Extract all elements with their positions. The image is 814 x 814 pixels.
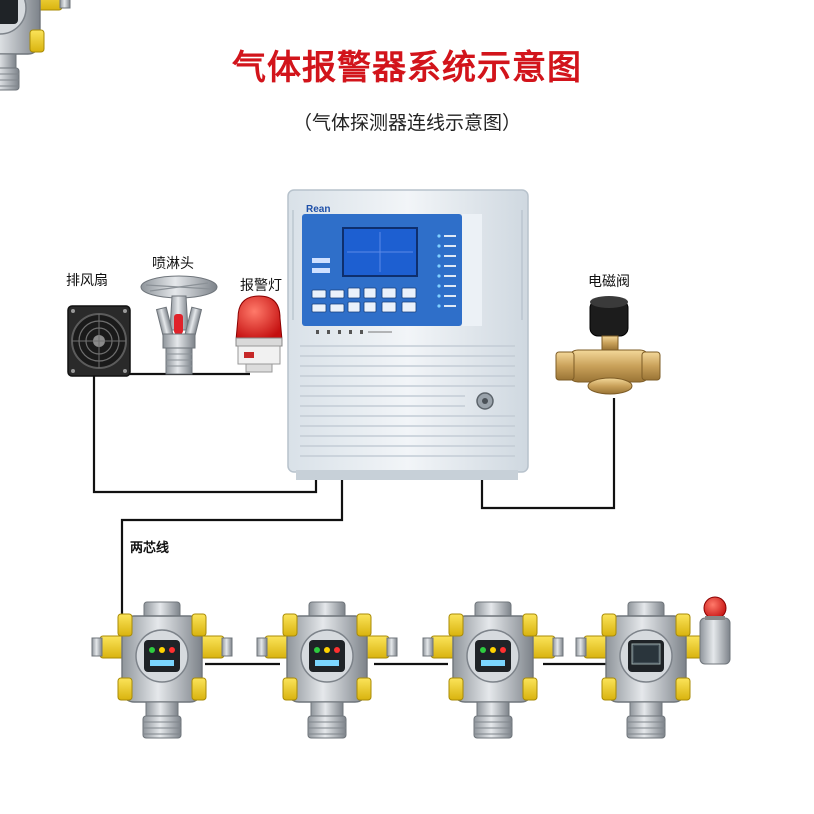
- detector-1: [91, 601, 233, 739]
- controller-buttons: [311, 287, 417, 313]
- label-sprinkler: 喷淋头: [152, 256, 194, 272]
- detector-2: [256, 601, 398, 739]
- gas-alarm-controller: Rean: [287, 189, 529, 480]
- label-solenoid-valve: 电磁阀: [588, 274, 630, 290]
- detector-4: [575, 596, 731, 739]
- wire-controller-to-bus: [120, 474, 344, 622]
- solenoid-valve-icon: [555, 296, 661, 395]
- label-fan: 排风扇: [66, 273, 108, 289]
- page-subtitle: （气体探测器连线示意图）: [292, 112, 521, 134]
- controller-brand: Rean: [306, 204, 330, 215]
- controller-vents: [300, 345, 515, 457]
- label-alarm-light: 报警灯: [240, 278, 282, 294]
- alarm-light-icon: [235, 295, 283, 373]
- detector-3: [422, 601, 564, 739]
- label-two-core-wire: 两芯线: [130, 540, 169, 556]
- page-title: 气体报警器系统示意图: [232, 48, 582, 88]
- sprinkler-head-icon: [140, 275, 218, 375]
- exhaust-fan-icon: [67, 305, 131, 377]
- detector-template: [0, 0, 71, 91]
- wire-controller-to-valve: [480, 398, 616, 510]
- wire-fan-to-controller: [92, 374, 318, 494]
- detector-beacon-icon: [699, 596, 731, 665]
